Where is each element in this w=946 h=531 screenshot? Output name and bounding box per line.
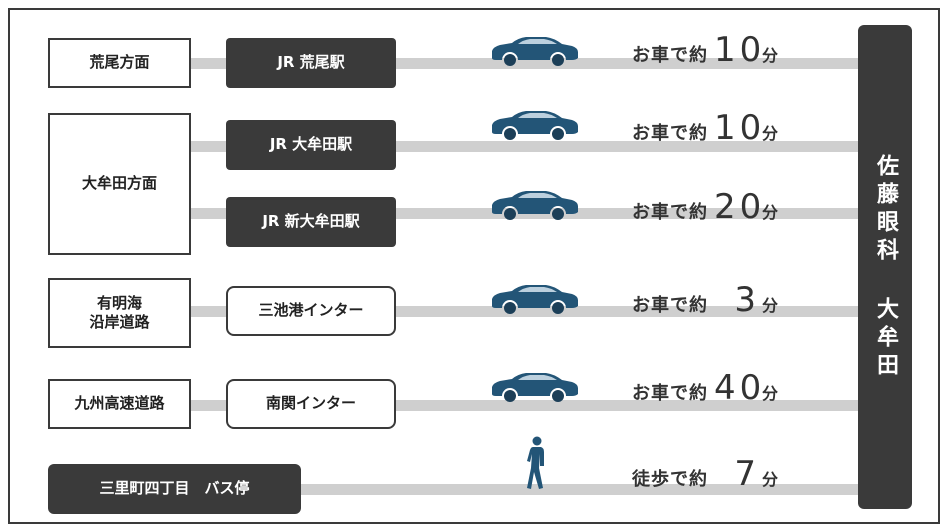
route-line-nankan: [190, 400, 860, 411]
via-jr-omuta-station: JR 大牟田駅: [226, 120, 396, 170]
car-icon: [492, 285, 578, 314]
car-icon: [492, 111, 578, 140]
car-icon: [492, 373, 578, 402]
route-line-miike: [190, 306, 860, 317]
route-line-bus: [300, 484, 860, 495]
route-line-omuta: [190, 141, 860, 152]
destination-box: 佐藤眼科 大牟田: [858, 25, 912, 509]
car-icon: [492, 191, 578, 220]
origin-arao: 荒尾方面: [48, 38, 191, 88]
walking-person-icon: [527, 436, 544, 489]
via-jr-arao-station: JR 荒尾駅: [226, 38, 396, 88]
origin-kyushu-expressway: 九州高速道路: [48, 379, 191, 429]
car-icon: [492, 37, 578, 66]
origin-bus-stop: 三里町四丁目 バス停: [48, 464, 301, 514]
origin-omuta: 大牟田方面: [48, 113, 191, 255]
route-line-arao: [190, 58, 860, 69]
destination-label: 佐藤眼科 大牟田: [873, 153, 898, 381]
via-nankan-interchange: 南関インター: [226, 379, 396, 429]
via-jr-shin-omuta-station: JR 新大牟田駅: [226, 197, 396, 247]
origin-ariake-coastal-road: 有明海 沿岸道路: [48, 278, 191, 348]
diagram-frame: [8, 8, 940, 524]
via-miike-port-interchange: 三池港インター: [226, 286, 396, 336]
